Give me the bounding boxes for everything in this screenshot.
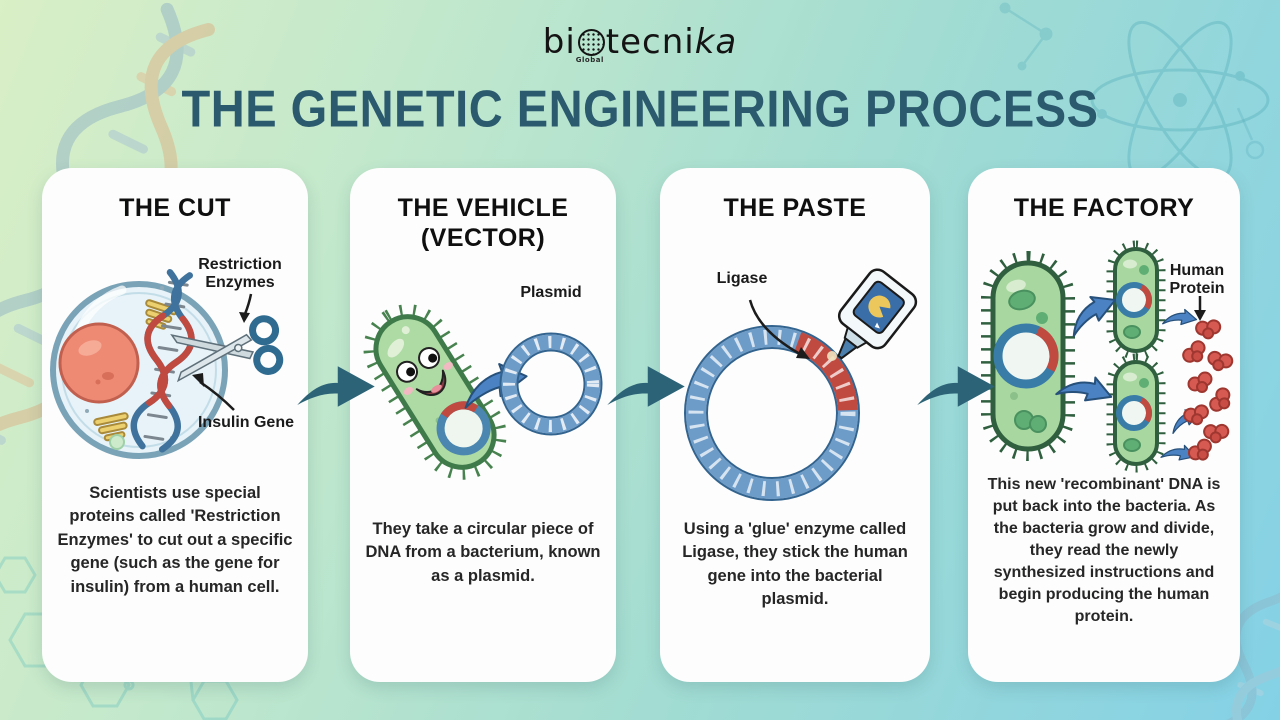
biotecnika-logo: bi Global tecni ka [0,18,1280,66]
division-arrows [1055,287,1205,468]
label-ligase: Ligase [716,270,768,287]
label-insulin-gene: Insulin Gene [197,414,294,431]
card-title-the-factory: THE FACTORY [1013,194,1195,222]
golgi-bottom [93,412,129,442]
card-the-cut: THE CUT [42,168,308,682]
card-body-the-factory: This new 'recombinant' DNA is put back i… [987,476,1221,626]
card-title-the-vehicle: THE VEHICLE (VECTOR) [397,194,569,252]
insulin-label-arrow [199,380,235,411]
card-body-the-cut: Scientists use special proteins called '… [57,484,293,596]
plasmid-ring-illustration [499,332,603,436]
recombinant-plasmid [993,323,1059,389]
logo-text-mid: tecni [605,22,695,62]
insulin-gene-segment [144,312,168,406]
card-body-the-vehicle: They take a circular piece of DNA from a… [365,520,601,585]
ligase-label-arrow [748,299,801,356]
restriction-label-arrow [243,293,253,315]
scissors-icon [170,315,284,383]
human-protein-blobs [1179,314,1236,463]
daughter-bacterium-bottom [1110,357,1162,469]
logo-text-left: bi [542,22,576,62]
plasmid-inside-bacterium [436,401,491,456]
transfer-arrow [464,363,528,409]
card-the-factory: THE FACTORY [968,168,1240,682]
card-body-the-paste: Using a 'glue' enzyme called Ligase, the… [682,520,908,609]
label-human-protein: Human Protein [1169,262,1225,298]
plasmid-ring-large [684,325,860,501]
logo-text-right: ka [694,22,738,62]
card-the-paste: THE PASTE Ligase Using a [660,168,930,682]
card-title-the-cut: THE CUT [119,194,231,222]
daughter-bacterium-top [1110,244,1162,356]
page-title: THE GENETIC ENGINEERING PROCESS [181,81,1099,139]
card-the-vehicle: THE VEHICLE (VECTOR) [350,168,616,682]
nucleus [58,322,140,404]
header: bi Global tecni ka THE GENETIC ENGINEERI… [0,0,1280,138]
bacterium-mouth [415,369,447,396]
step-arrow-3 [917,366,995,407]
step-arrow-1 [297,366,375,407]
logo-tagline: Global [575,55,604,64]
label-restriction-enzymes: Restriction Enzymes [198,256,282,292]
golgi-top [145,299,178,330]
glue-bottle-icon [837,268,918,360]
step-arrow-2 [607,366,685,407]
card-title-the-paste: THE PASTE [723,194,867,222]
dna-helix [130,269,195,453]
label-plasmid: Plasmid [520,284,582,301]
bacterium-eye-right [418,346,441,369]
logo-o-icon: Global [576,28,605,64]
bacterium-eye-left [396,360,419,383]
